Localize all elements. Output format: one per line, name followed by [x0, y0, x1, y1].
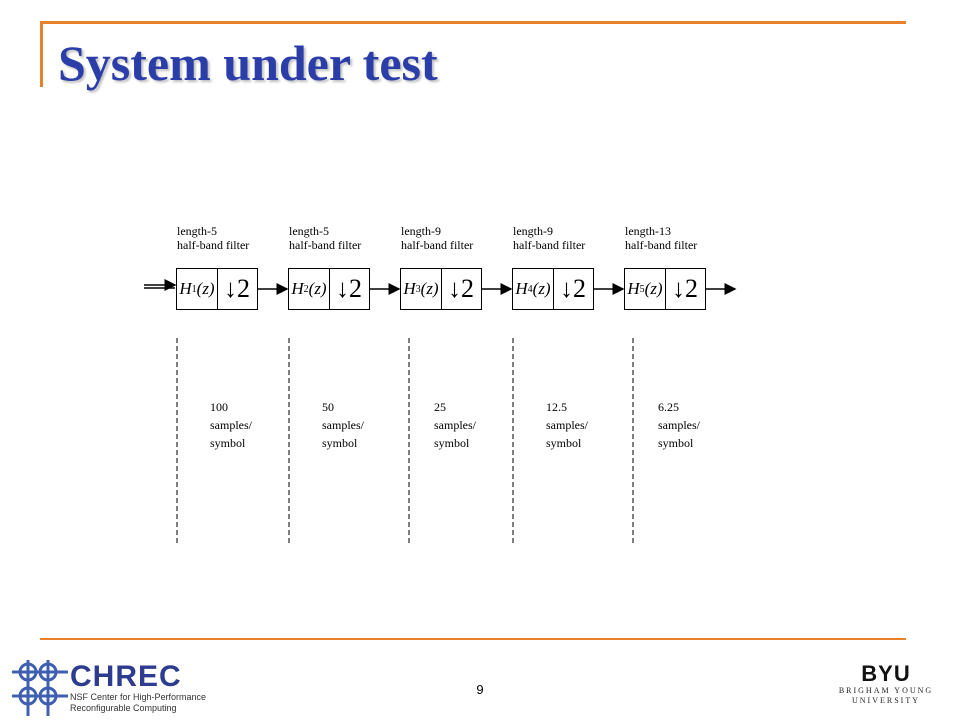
stage-5-label: length-13 half-band filter: [625, 224, 697, 252]
stage-4-label: length-9 half-band filter: [513, 224, 585, 252]
byu-logo: BYU BRIGHAM YOUNG UNIVERSITY: [836, 662, 936, 712]
stage-5-desc: half-band filter: [625, 238, 698, 252]
stage-5-decimator: ↓2: [672, 274, 698, 303]
left-accent-rule: [40, 21, 43, 87]
stage-3-desc: half-band filter: [401, 238, 474, 252]
stage-4-decimator: ↓2: [560, 274, 586, 303]
stage-1-length: length-5: [177, 224, 217, 238]
page-number: 9: [476, 682, 484, 697]
chrec-wordmark: CHREC: [70, 660, 182, 693]
stage-3-label: length-9 half-band filter: [401, 224, 473, 252]
stage-2-decimator: ↓2: [336, 274, 362, 303]
byu-line-2: UNIVERSITY: [852, 696, 920, 705]
chrec-grid-icon: [12, 660, 68, 716]
stage-3-length: length-9: [401, 224, 441, 238]
byu-line-1: BRIGHAM YOUNG: [838, 686, 934, 695]
bottom-accent-rule: [40, 638, 906, 640]
stage-4-length: length-9: [513, 224, 553, 238]
top-accent-rule: [40, 21, 906, 24]
stage-3-decimator: ↓2: [448, 274, 474, 303]
stage-1-label: length-5 half-band filter: [177, 224, 249, 252]
stage-2-label: length-5 half-band filter: [289, 224, 361, 252]
stage-1-desc: half-band filter: [177, 238, 250, 252]
byu-wordmark: BYU: [861, 661, 911, 686]
stage-2-length: length-5: [289, 224, 329, 238]
slide-title: System under test: [58, 35, 438, 91]
stage-4-desc: half-band filter: [513, 238, 586, 252]
chrec-subtitle: NSF Center for High-Performance Reconfig…: [70, 692, 207, 713]
stage-2-desc: half-band filter: [289, 238, 362, 252]
stage-1-decimator: ↓2: [224, 274, 250, 303]
stage-5-length: length-13: [625, 224, 671, 238]
chrec-logo: CHREC NSF Center for High-Performance Re…: [12, 660, 212, 718]
